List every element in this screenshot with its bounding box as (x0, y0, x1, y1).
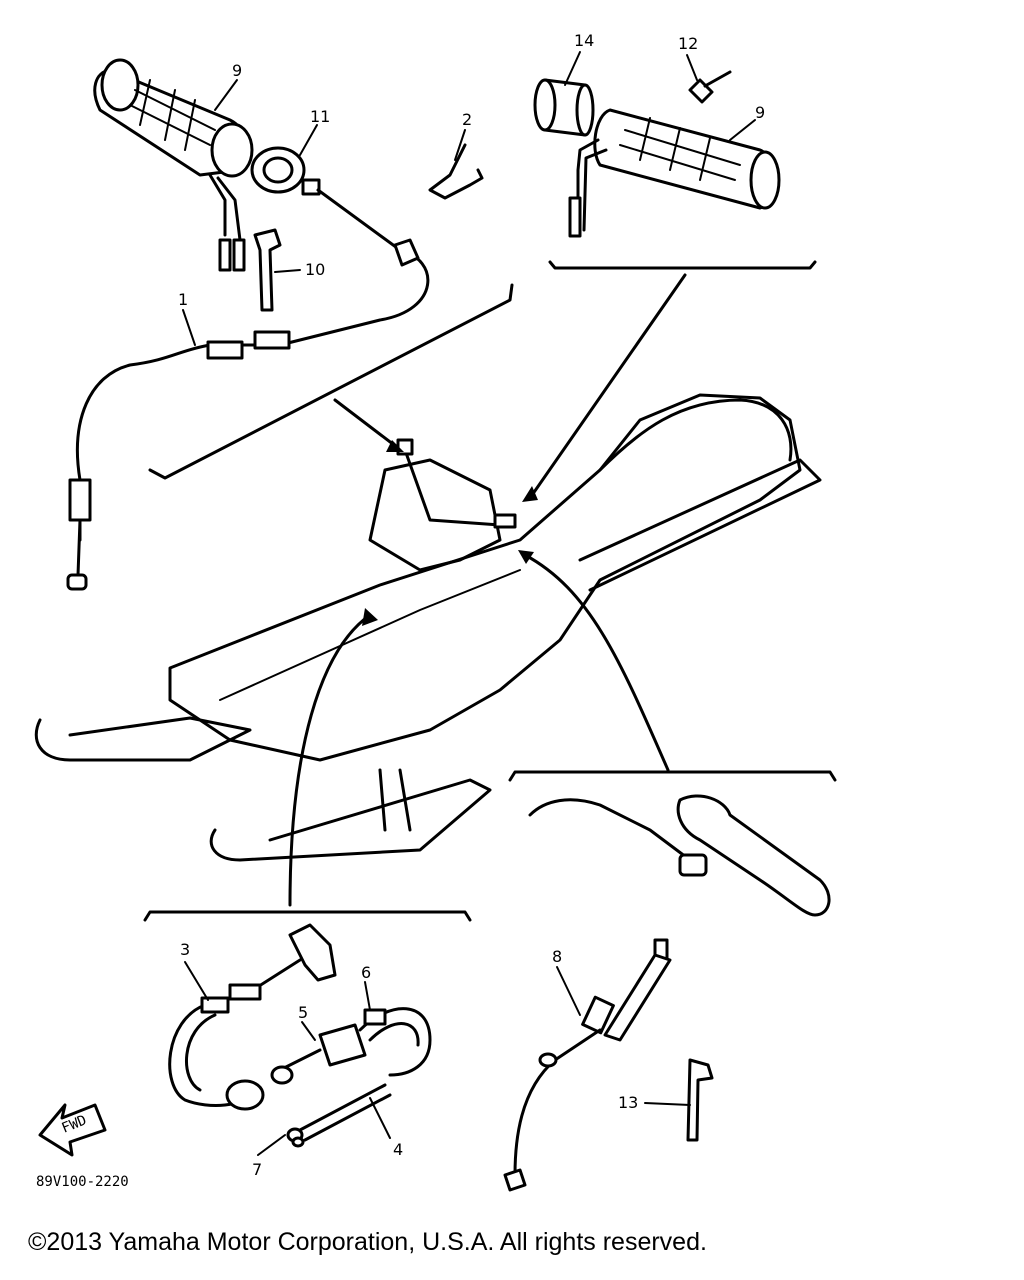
callout-9-right: 9 (755, 103, 765, 122)
callout-4: 4 (393, 1140, 403, 1159)
end-cap-14 (533, 78, 595, 137)
callout-2: 2 (462, 110, 472, 129)
left-grip-assembly (66, 58, 514, 591)
callout-12: 12 (678, 34, 698, 53)
callout-8: 8 (552, 947, 562, 966)
callout-5: 5 (298, 1003, 308, 1022)
leader-lines (182, 51, 756, 1156)
hook-2 (428, 143, 484, 200)
callout-14: 14 (574, 31, 594, 50)
right-grip-assembly (522, 70, 817, 502)
callout-13: 13 (618, 1093, 638, 1112)
screw-12 (688, 70, 732, 104)
snowmobile (34, 393, 822, 862)
callout-11: 11 (310, 107, 330, 126)
grip-ring-11 (250, 146, 306, 194)
callout-1: 1 (178, 290, 188, 309)
left-grip (93, 58, 254, 272)
callout-3: 3 (180, 940, 190, 959)
copyright-notice: ©2013 Yamaha Motor Corporation, U.S.A. A… (28, 1228, 707, 1256)
callout-10: 10 (305, 260, 325, 279)
throttle-lever-10 (253, 228, 282, 312)
drawing-code: 89V100-2220 (36, 1174, 129, 1190)
forward-arrow-icon: FWD (38, 1103, 107, 1157)
callout-7: 7 (252, 1160, 262, 1179)
callout-6: 6 (361, 963, 371, 982)
choke-cable-8 (503, 938, 672, 1192)
lever-13 (644, 1058, 714, 1142)
wiring-assembly (143, 608, 472, 1148)
parts-diagram: FWD 9 11 2 10 1 14 12 9 3 6 5 4 7 8 13 8… (34, 31, 837, 1192)
callout-9-left: 9 (232, 61, 242, 80)
right-grip (568, 108, 781, 238)
brake-lever-assembly (508, 550, 837, 917)
throttle-cable-1 (66, 178, 430, 591)
callout-labels: 9 11 2 10 1 14 12 9 3 6 5 4 7 8 13 (178, 31, 765, 1179)
